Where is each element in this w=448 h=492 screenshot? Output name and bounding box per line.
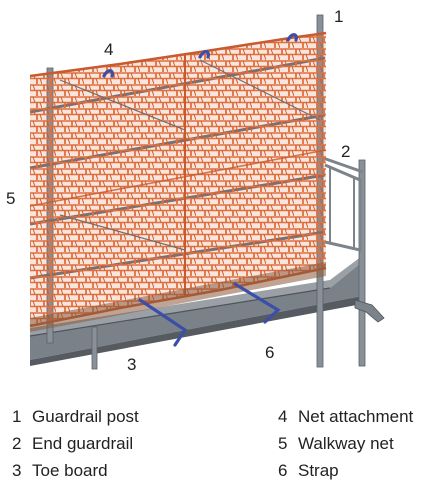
legend-number: 1 — [12, 407, 22, 426]
legend-item: 2 End guardrail — [12, 434, 133, 454]
net-attachment-hook — [286, 33, 298, 42]
clamp — [354, 299, 385, 323]
end-post — [358, 159, 366, 367]
legend-item: 5 Walkway net — [278, 434, 394, 454]
net-fold — [29, 149, 327, 207]
legend-number: 5 — [278, 434, 288, 453]
legend-label: Walkway net — [298, 434, 394, 453]
net-panel-shade — [30, 33, 326, 326]
strap — [138, 298, 188, 347]
net-attachment-hook — [102, 69, 114, 78]
deck-edge — [29, 287, 331, 337]
callout-net-attachment: 4 — [104, 40, 114, 59]
deck-underside — [30, 296, 362, 366]
end-guardrail — [322, 156, 364, 252]
callout-end-guardrail: 2 — [341, 142, 351, 161]
callout-walkway-net: 5 — [6, 189, 16, 208]
legend-item: 4 Net attachment — [278, 407, 413, 427]
legend-item: 3 Toe board — [12, 461, 108, 481]
legend-label: Net attachment — [298, 407, 414, 426]
legend-number: 6 — [278, 461, 288, 480]
legend-item: 1 Guardrail post — [12, 407, 139, 427]
net-diagonal — [59, 79, 186, 131]
strap — [233, 282, 281, 324]
legend-label: Toe board — [32, 461, 108, 480]
net-top-edge — [29, 31, 327, 78]
guardrail-post — [91, 326, 98, 370]
callout-guardrail-post: 1 — [334, 7, 344, 26]
net-diagonal — [59, 214, 186, 251]
legend-label: End guardrail — [32, 434, 134, 453]
callout-toe-board: 3 — [127, 355, 137, 374]
post-clamp — [354, 299, 385, 323]
legend-label: Strap — [298, 461, 339, 480]
callout-strap: 6 — [265, 343, 275, 362]
legend-item: 6 Strap — [278, 461, 339, 481]
end-guardrail-frame — [324, 163, 362, 252]
deck-top — [30, 262, 362, 360]
legend-number: 4 — [278, 407, 288, 426]
toe-board — [30, 262, 326, 332]
legend-number: 3 — [12, 461, 22, 480]
net-panel — [30, 33, 326, 326]
toe-board-face — [30, 262, 326, 332]
legend-label: Guardrail post — [32, 407, 139, 426]
end-rail — [322, 156, 364, 174]
net-attachment-hook — [198, 50, 210, 59]
legend-number: 2 — [12, 434, 22, 453]
straps — [102, 33, 298, 347]
net-diagonal — [199, 59, 321, 121]
scaffold-net-illustration — [29, 14, 385, 370]
